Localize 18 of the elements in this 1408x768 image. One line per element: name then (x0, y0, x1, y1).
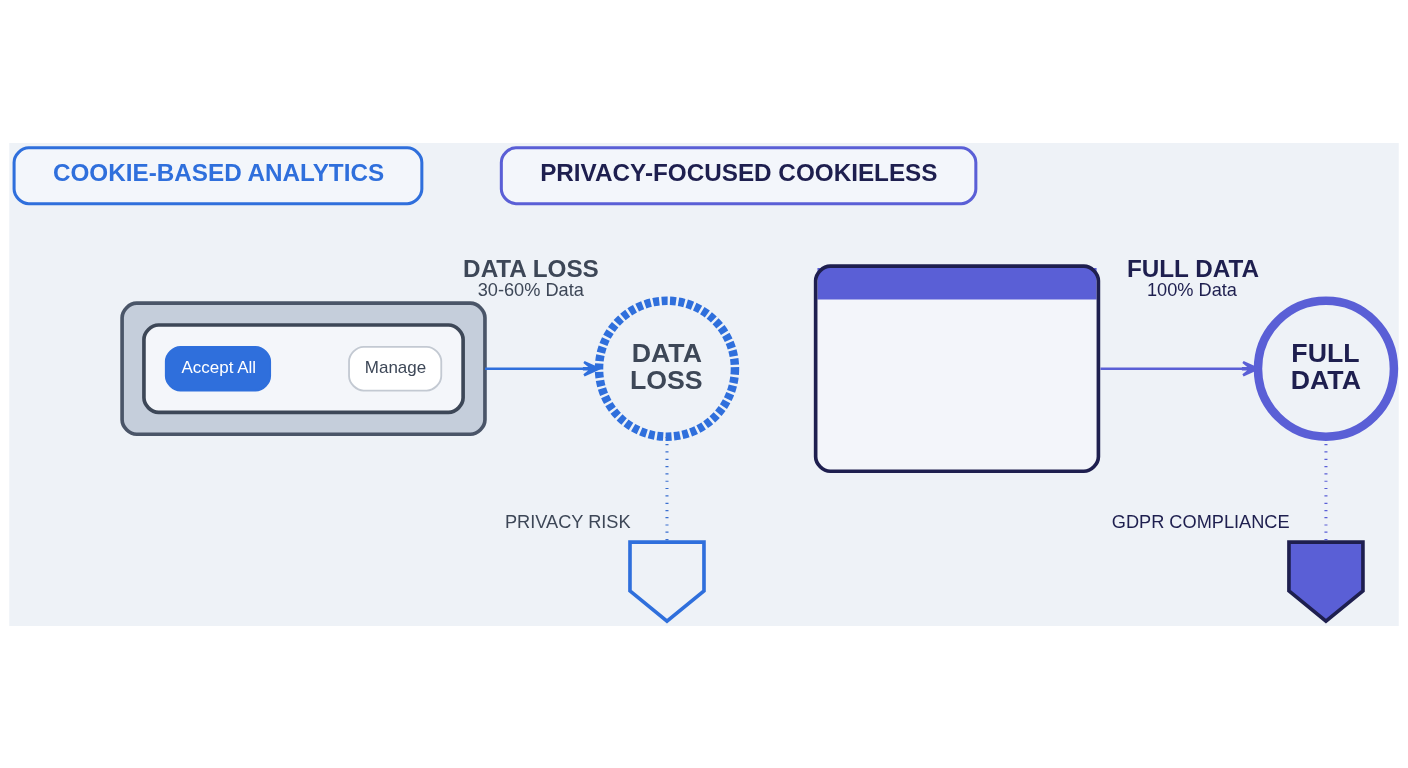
node-box: PRIVACY-FOCUSED COOKIELESS (499, 145, 978, 205)
cluster (120, 300, 487, 436)
node-label: DATA LOSS (463, 253, 599, 281)
cluster (142, 322, 465, 414)
node-label: 30-60% Data (477, 279, 584, 300)
node-label: 100% Data (1146, 279, 1237, 300)
node-box: Manage (348, 345, 443, 391)
node-label: GDPR COMPLIANCE (1111, 511, 1290, 532)
node-box: Accept All (164, 345, 272, 391)
node-shield (628, 539, 706, 623)
node-box: COOKIE-BASED ANALYTICS (12, 145, 424, 205)
node-label: PRIVACY RISK (504, 511, 631, 532)
node-circle: FULL DATA (1253, 296, 1399, 441)
node-label: FULL DATA (1126, 253, 1260, 281)
arrow (484, 360, 600, 376)
node-circle: DATA LOSS (594, 296, 740, 441)
node-shield (1287, 539, 1365, 623)
connector (665, 436, 669, 542)
